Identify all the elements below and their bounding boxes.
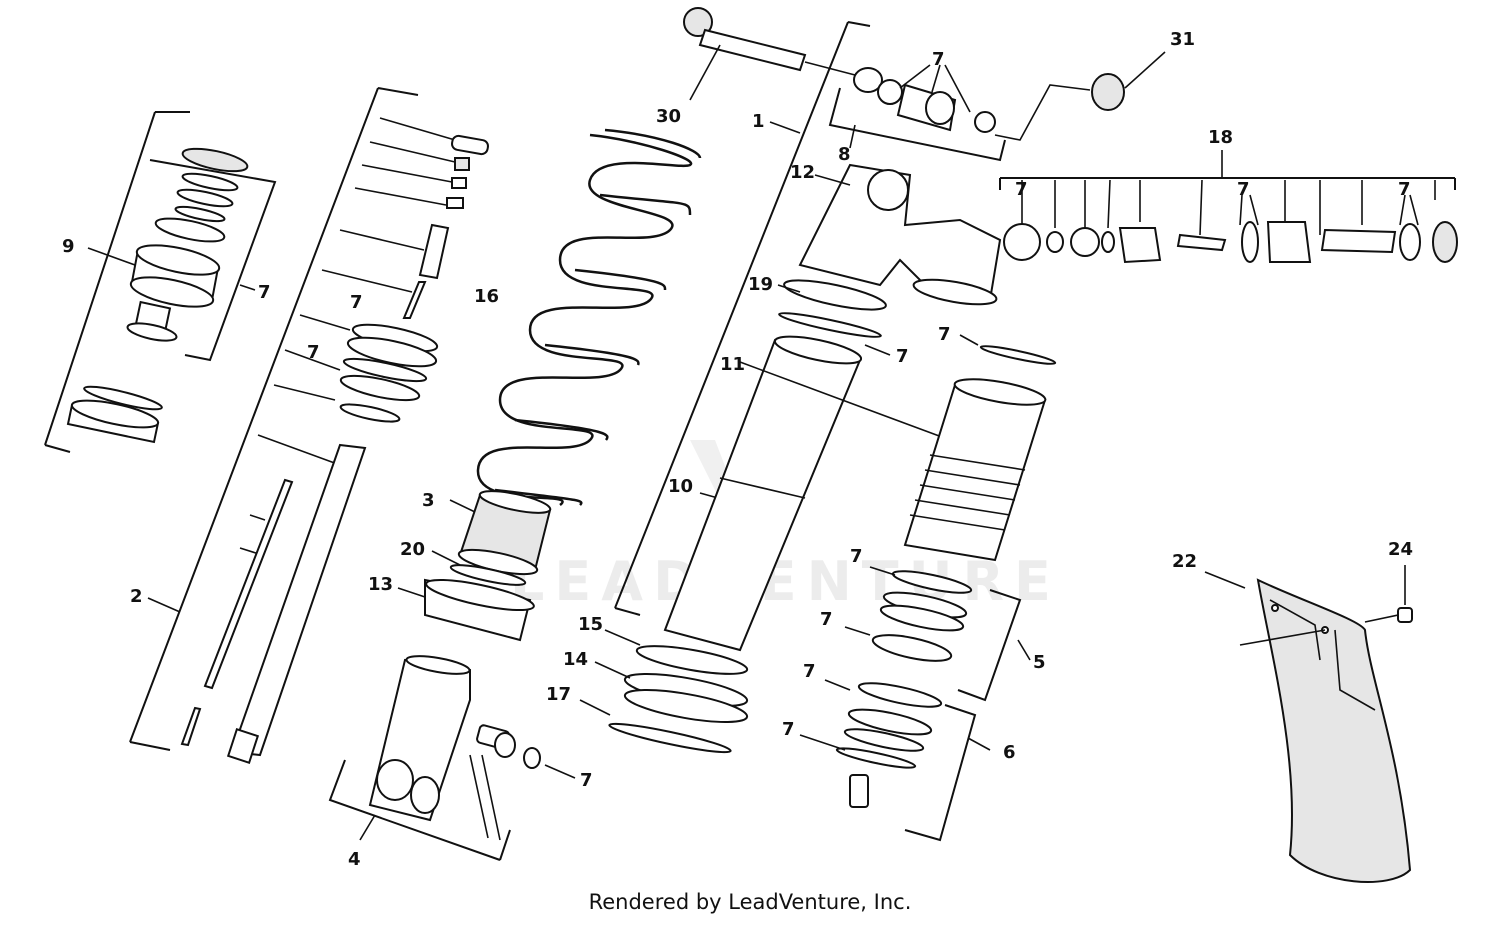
callout-3: 3 <box>422 490 435 511</box>
callout-4: 4 <box>348 849 361 870</box>
callout-7: 7 <box>258 282 271 303</box>
callout-6: 6 <box>1003 742 1016 763</box>
callout-7: 7 <box>307 342 320 363</box>
part-group-14-15-17 <box>579 629 749 754</box>
callout-12: 12 <box>790 162 815 183</box>
part-group-9 <box>44 111 277 453</box>
callout-1: 1 <box>752 111 765 132</box>
rendered-by-footer: Rendered by LeadVenture, Inc. <box>588 890 912 914</box>
callout-7: 7 <box>580 770 593 791</box>
callout-7: 7 <box>803 661 816 682</box>
callout-24: 24 <box>1388 539 1413 560</box>
part-group-1 <box>614 21 1057 652</box>
callout-9: 9 <box>62 236 75 257</box>
callout-22: 22 <box>1172 551 1197 572</box>
callout-18: 18 <box>1208 127 1233 148</box>
callout-11: 11 <box>720 354 745 375</box>
callout-7: 7 <box>1237 179 1250 200</box>
part-group-2 <box>129 87 489 764</box>
callout-14: 14 <box>563 649 588 670</box>
callout-7: 7 <box>938 324 951 345</box>
callout-19: 19 <box>748 274 773 295</box>
callout-30: 30 <box>656 106 681 127</box>
part-group-22-24 <box>1204 565 1413 883</box>
callout-31: 31 <box>1170 29 1195 50</box>
callout-7: 7 <box>1398 179 1411 200</box>
callout-20: 20 <box>400 539 425 560</box>
part-group-30-31-8 <box>683 7 1166 162</box>
callout-7: 7 <box>782 719 795 740</box>
part-group-3-13 <box>397 490 552 642</box>
callout-5: 5 <box>1033 652 1046 673</box>
callout-17: 17 <box>546 684 571 705</box>
part-group-4 <box>328 655 576 861</box>
callout-7: 7 <box>932 49 945 70</box>
part-group-18 <box>999 150 1458 264</box>
callout-2: 2 <box>130 586 143 607</box>
part-group-12 <box>777 163 1002 356</box>
callout-7: 7 <box>350 292 363 313</box>
callout-10: 10 <box>668 476 693 497</box>
callout-7: 7 <box>850 546 863 567</box>
watermark-text: LEADVENTURE <box>510 550 1061 613</box>
callout-labels: 1 2 3 4 5 6 8 9 10 11 12 13 14 15 16 17 … <box>62 29 1413 870</box>
callout-13: 13 <box>368 574 393 595</box>
callout-16: 16 <box>474 286 499 307</box>
callout-7: 7 <box>1015 179 1028 200</box>
callout-7: 7 <box>820 609 833 630</box>
callout-7: 7 <box>896 346 909 367</box>
spring-16 <box>476 128 702 506</box>
part-group-5-6 <box>799 566 1031 842</box>
callout-8: 8 <box>838 144 851 165</box>
callout-15: 15 <box>578 614 603 635</box>
